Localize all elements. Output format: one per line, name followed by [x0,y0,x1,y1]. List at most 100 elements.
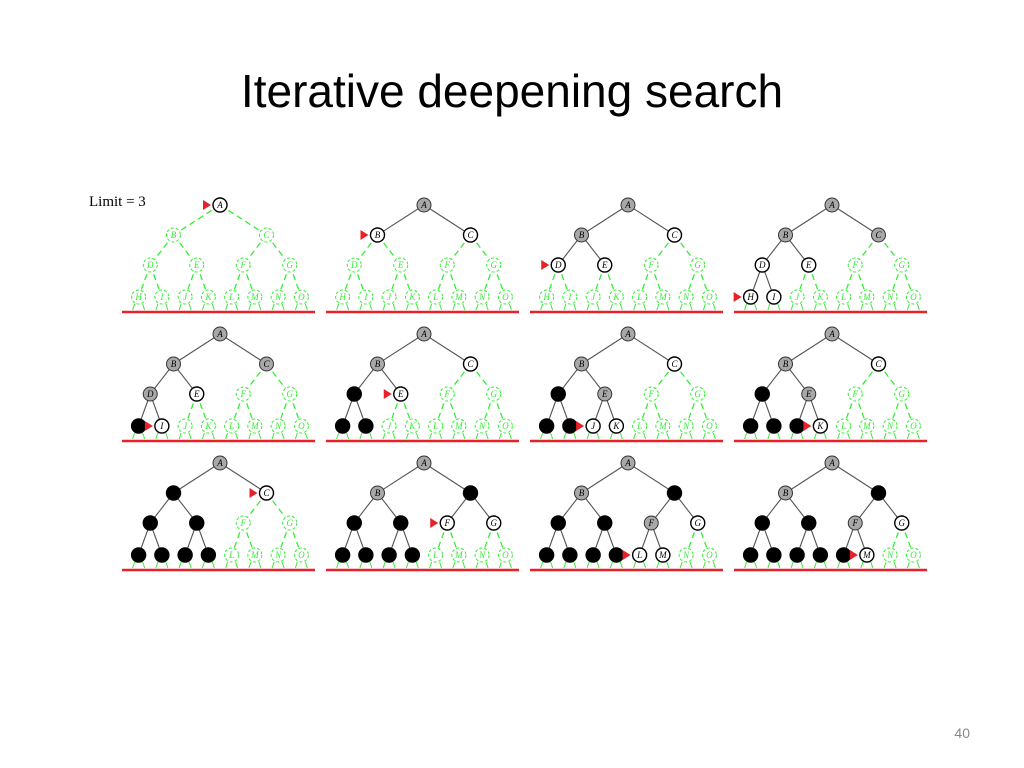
tree-node-label: N [886,421,894,431]
current-node-pointer-icon [203,200,211,210]
leaf-stub [178,561,182,569]
tree-node-E [393,257,409,273]
leaf-stub [178,432,182,440]
leaf-stub [369,303,373,311]
tree-node-F [235,515,251,531]
leaf-stub [596,303,600,311]
tree-node-label: O [298,421,305,431]
leaf-stub [609,303,613,311]
leaf-stub [596,432,600,440]
tree-node-L [428,418,444,434]
tree-node-A [824,197,840,213]
tree-node-K [812,289,828,305]
tree-node-label: M [454,421,463,431]
tree-node-K [404,547,421,563]
leaf-stub [586,561,590,569]
leaf-stub [508,432,512,440]
tree-node-N [270,289,286,305]
tree-node-label: F [648,518,655,528]
leaf-stub [248,432,252,440]
leaf-stub [823,561,827,569]
tree-node-label: L [840,421,846,431]
tree-edge [831,462,879,494]
tree-node-label: J [591,292,596,302]
tree-node-L [428,547,444,563]
tree-node-M [247,289,263,305]
tree-node-O [701,547,717,563]
tree-node-A [416,455,432,471]
tree-node-label: N [274,550,282,560]
tree-node-label: O [502,550,509,560]
tree-node-B [778,356,793,372]
tree-node-label: J [183,421,188,431]
tree-node-label: L [228,421,234,431]
leaf-stub [132,432,136,440]
leaf-stub [155,561,159,569]
tree-node-I [562,418,578,434]
tree-node-O [905,418,921,434]
leaf-stub [369,561,373,569]
leaf-stub [702,303,706,311]
tree-node-label: N [478,550,486,560]
leaf-stub [893,561,897,569]
current-node-pointer-icon [144,421,153,431]
leaf-stub [142,432,146,440]
tree-node-D [550,257,566,273]
tree-node-label: D [350,260,358,270]
tree-node-E [189,257,205,273]
tree-node-B [574,485,589,501]
leaf-stub [847,432,851,440]
tree-node-label: L [228,550,234,560]
tree-node-label: C [263,488,270,498]
tree-node-K [812,418,829,434]
tree-node-label: G [491,518,498,528]
leaf-stub [165,561,169,569]
tree-node-L [836,289,852,305]
tree-node-N [270,418,286,434]
leaf-stub [475,561,479,569]
leaf-stub [712,561,716,569]
tree-node-H [538,418,555,434]
tree-node-label: I [159,292,164,302]
tree-node-A [620,455,636,471]
leaf-stub [666,561,670,569]
tree-node-G [486,515,502,531]
leaf-stub [906,432,910,440]
tree-edge [377,204,425,236]
tree-node-label: L [636,292,642,302]
tree-node-L [836,418,852,434]
tree-node-label: L [228,292,234,302]
leaf-stub [439,432,443,440]
tree-node-label: F [240,389,247,399]
tree-edge [785,462,833,494]
tree-node-label: K [408,421,416,431]
tree-node-L [224,289,240,305]
tree-node-D [142,257,158,273]
leaf-stub [596,561,600,569]
tree-node-M [451,418,467,434]
tree-node-label: M [658,421,667,431]
tree-node-label: O [910,292,917,302]
leaf-stub [777,303,781,311]
tree-node-label: E [805,389,812,399]
tree-node-N [678,418,694,434]
leaf-stub [916,432,920,440]
tree-node-label: G [899,389,906,399]
leaf-stub [906,561,910,569]
tree-node-N [474,547,490,563]
tree-edge [831,204,879,236]
tree-node-B [778,227,793,243]
tree-node-B [166,227,181,243]
page-number: 40 [954,725,970,741]
leaf-stub [860,432,864,440]
leaf-stub [439,561,443,569]
leaf-stub [813,561,817,569]
tree-node-label: C [875,359,882,369]
tree-node-label: N [886,292,894,302]
tree-node-label: M [862,550,871,560]
tree-edge [581,462,629,494]
leaf-stub [142,303,146,311]
